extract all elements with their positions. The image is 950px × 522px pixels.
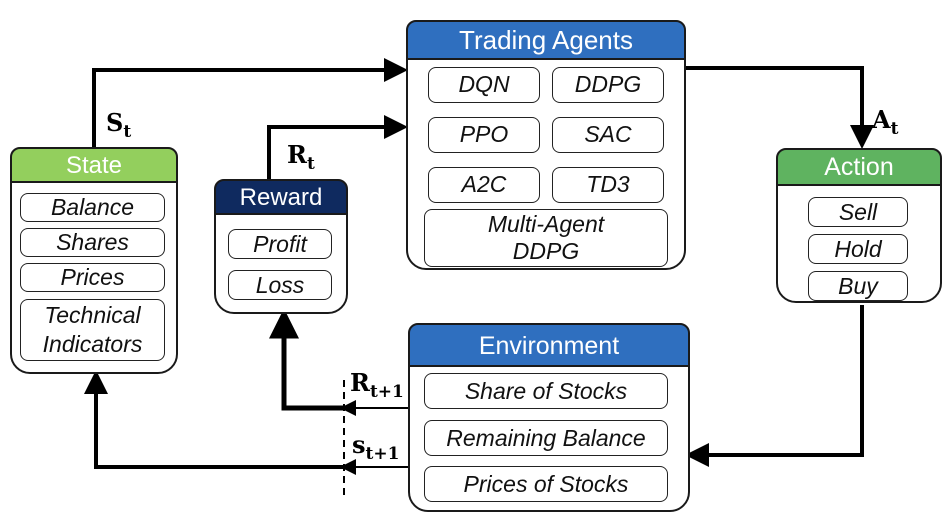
action-hold: Hold	[808, 234, 908, 264]
agents-to-action-arrow	[686, 66, 874, 149]
agent-td3: TD3	[552, 167, 664, 203]
state-title: State	[10, 147, 178, 183]
environment-share-of-stocks: Share of Stocks	[424, 373, 668, 409]
environment-remaining-balance: Remaining Balance	[424, 420, 668, 456]
reward-feedback-arrow	[269, 308, 343, 411]
agent-ppo: PPO	[428, 117, 540, 153]
label-a-t: At	[872, 105, 899, 139]
environment-prices-of-stocks: Prices of Stocks	[424, 466, 668, 502]
action-to-environment-arrow	[685, 305, 864, 467]
multi-agent-line-1: Multi-Agent	[487, 211, 605, 237]
reward-title: Reward	[214, 179, 348, 215]
state-balance: Balance	[20, 193, 165, 222]
reward-to-agents-arrow	[267, 115, 408, 180]
action-title: Action	[776, 148, 942, 186]
state-technical-indicators: Technical Indicators	[20, 299, 165, 361]
label-s-t-plus-1: st+1	[352, 430, 400, 464]
agent-multi-agent-ddpg: Multi-Agent DDPG	[424, 209, 668, 267]
agent-dqn: DQN	[428, 67, 540, 103]
label-r-t: Rt	[287, 140, 315, 174]
agent-ddpg: DDPG	[552, 67, 664, 103]
reward-profit: Profit	[228, 229, 332, 259]
trading-agents-title: Trading Agents	[406, 20, 686, 60]
reward-loss: Loss	[228, 270, 332, 300]
state-feedback-arrow	[84, 370, 343, 469]
action-buy: Buy	[808, 271, 908, 301]
multi-agent-line-2: DDPG	[512, 238, 580, 264]
label-r-t-plus-1: Rt+1	[350, 368, 404, 402]
state-to-agents-arrow	[92, 58, 408, 148]
label-s-t: St	[106, 108, 132, 142]
state-shares: Shares	[20, 228, 165, 257]
action-sell: Sell	[808, 197, 908, 227]
agent-sac: SAC	[552, 117, 664, 153]
environment-title: Environment	[408, 323, 690, 367]
technical-line-1: Technical	[44, 302, 141, 328]
technical-line-2: Indicators	[42, 331, 143, 357]
agent-a2c: A2C	[428, 167, 540, 203]
state-prices: Prices	[20, 263, 165, 292]
